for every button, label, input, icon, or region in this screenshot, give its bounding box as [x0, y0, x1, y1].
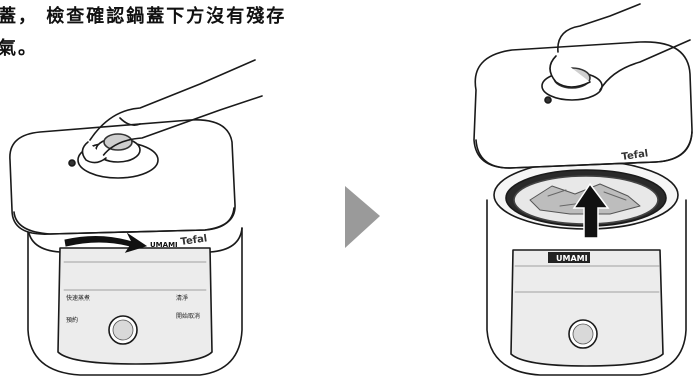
left-cooker: [9, 59, 263, 376]
rotate-arrow-icon: [64, 232, 148, 253]
left-panel-quick: 快速蒸煮: [66, 294, 90, 302]
right-panel-logo-text: UMAMI: [556, 254, 588, 263]
chevron-right-icon: [345, 186, 380, 248]
right-cooker: [473, 3, 693, 376]
left-panel-clean: 清淨: [176, 294, 188, 302]
lift-up-arrow-icon: [572, 182, 610, 239]
instruction-line-2: 氣。: [0, 38, 38, 59]
right-brand-logo: Tefal: [621, 148, 649, 163]
left-brand-logo: Tefal: [180, 233, 208, 248]
left-panel-start: 開始取消: [176, 312, 200, 320]
instruction-line-1: 蓋， 檢查確認鍋蓋下方沒有殘存: [0, 6, 287, 27]
left-panel-logo: UMAMI: [150, 241, 178, 249]
left-panel-delay: 預約: [66, 316, 78, 324]
right-panel-logo-bg: [548, 252, 590, 263]
